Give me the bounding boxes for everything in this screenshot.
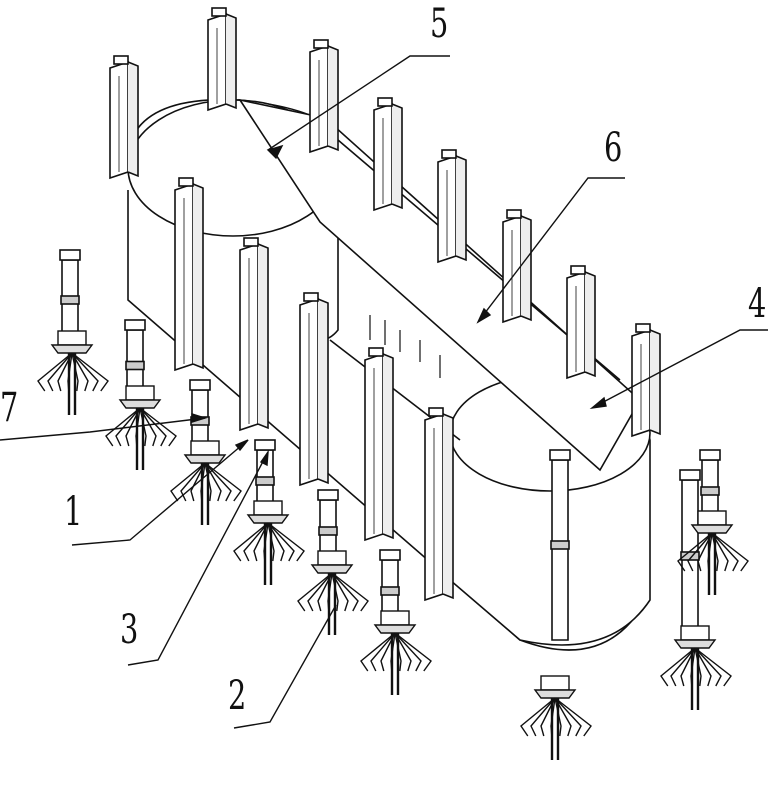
actuator-post bbox=[374, 98, 402, 210]
callout-6: 6 bbox=[604, 128, 622, 168]
actuator-post bbox=[438, 150, 466, 262]
leader-line-7 bbox=[0, 418, 205, 440]
cylinder-rod bbox=[318, 490, 338, 560]
gripper-claw bbox=[234, 501, 304, 585]
cylinder-rod bbox=[255, 440, 275, 510]
actuator-post bbox=[240, 238, 268, 430]
callout-3: 3 bbox=[120, 610, 138, 650]
callout-5: 5 bbox=[430, 4, 448, 44]
callout-7: 7 bbox=[0, 388, 18, 428]
actuator-post bbox=[365, 348, 393, 540]
callout-1: 1 bbox=[64, 492, 82, 532]
actuator-post bbox=[503, 210, 531, 322]
gripper-claw bbox=[298, 551, 368, 635]
gripper-claw bbox=[521, 676, 591, 760]
cylinder-rod bbox=[380, 550, 400, 620]
gripper-claw bbox=[38, 331, 108, 415]
actuator-post bbox=[208, 8, 236, 110]
cylinder-rod bbox=[60, 250, 80, 340]
actuator-post bbox=[110, 56, 138, 178]
cylinder-rod bbox=[680, 470, 700, 640]
actuator-post bbox=[175, 178, 203, 370]
callout-4: 4 bbox=[748, 284, 766, 324]
actuator-post bbox=[567, 266, 595, 378]
leader-line-2 bbox=[234, 605, 336, 728]
gripper-claw bbox=[361, 611, 431, 695]
gripper-claw bbox=[661, 626, 731, 710]
gripper-claw bbox=[106, 386, 176, 470]
actuator-post bbox=[310, 40, 338, 152]
gripper-claw bbox=[171, 441, 241, 525]
callout-2: 2 bbox=[228, 676, 246, 716]
actuator-post bbox=[425, 408, 453, 600]
cylinder-rod bbox=[550, 450, 570, 640]
cylinder-rod bbox=[700, 450, 720, 520]
actuator-post bbox=[300, 293, 328, 485]
